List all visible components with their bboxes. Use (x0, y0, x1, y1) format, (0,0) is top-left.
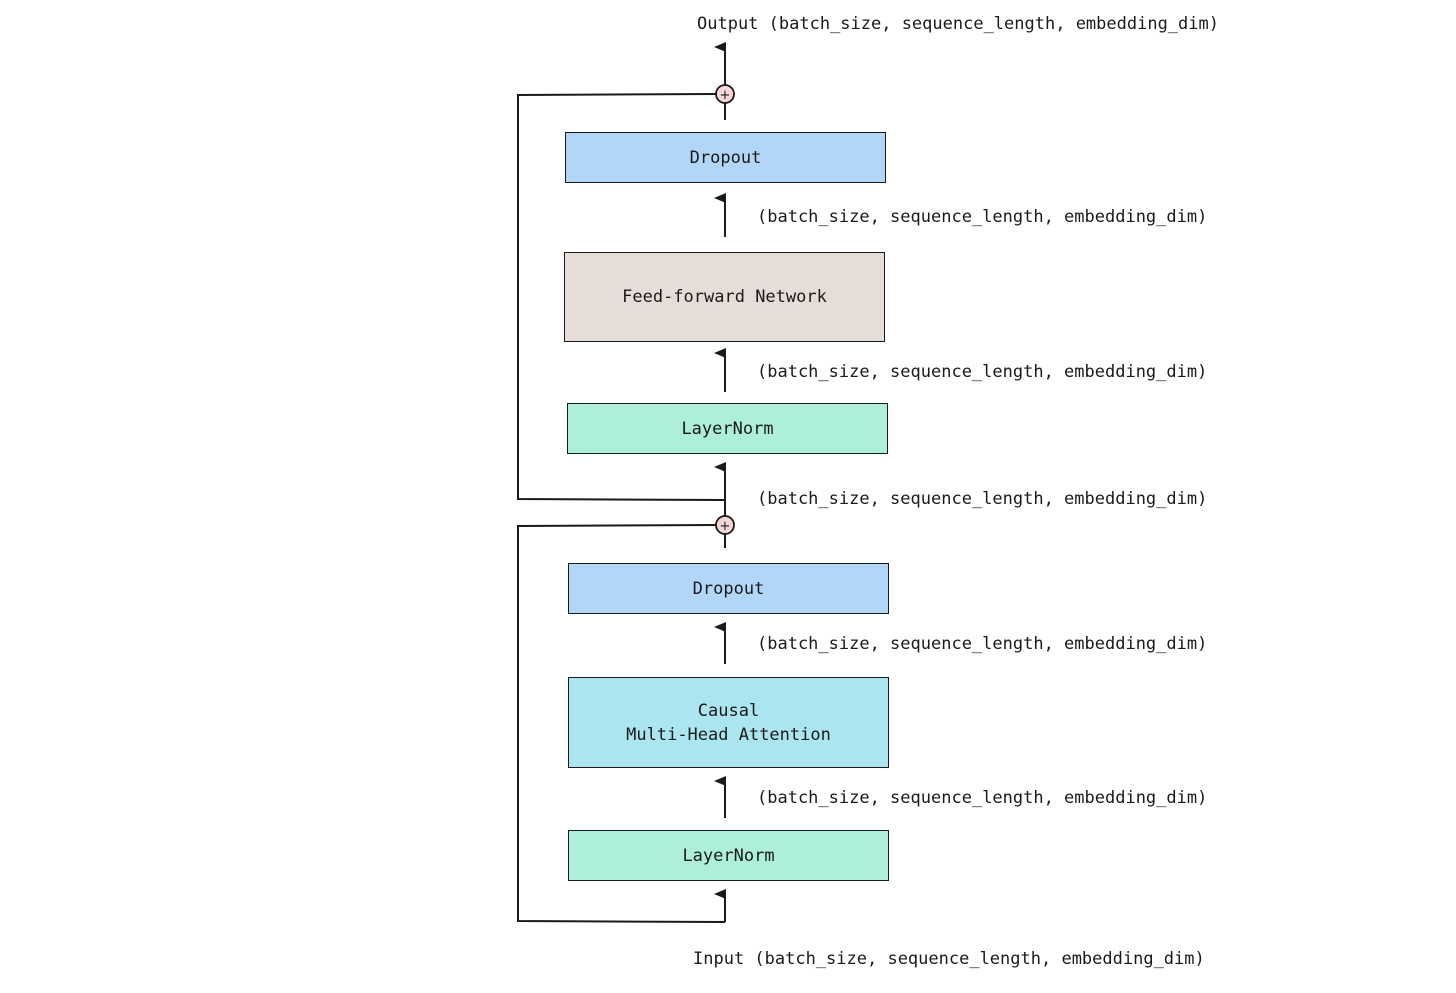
shape-label-residual-out: (batch_size, sequence_length, embedding_… (757, 489, 1208, 509)
shape-label-norm-out: (batch_size, sequence_length, embedding_… (757, 362, 1208, 382)
residual-path-bottom (517, 524, 726, 923)
attention-label-line2: Multi-Head Attention (626, 724, 831, 745)
dropout-label: Dropout (692, 578, 765, 599)
feed-forward-block: Feed-forward Network (564, 252, 885, 342)
residual-path-top (517, 93, 726, 501)
layernorm-block-bottom: LayerNorm (568, 830, 889, 881)
attention-block: Causal Multi-Head Attention (568, 677, 889, 768)
layernorm-block-top: LayerNorm (567, 403, 888, 454)
add-node-bottom: + (715, 515, 735, 535)
add-symbol: + (720, 519, 731, 534)
shape-label-attention-out: (batch_size, sequence_length, embedding_… (757, 634, 1208, 654)
dropout-block-top: Dropout (565, 132, 886, 183)
feed-forward-label: Feed-forward Network (622, 287, 827, 307)
input-label: Input (batch_size, sequence_length, embe… (693, 949, 1205, 969)
dropout-block-bottom: Dropout (568, 563, 889, 614)
shape-label-norm-bottom-out: (batch_size, sequence_length, embedding_… (757, 788, 1208, 808)
dropout-label: Dropout (689, 147, 762, 168)
add-symbol: + (720, 88, 731, 103)
shape-label-ffn-out: (batch_size, sequence_length, embedding_… (757, 207, 1208, 227)
attention-label-line1: Causal (697, 700, 760, 721)
output-label: Output (batch_size, sequence_length, emb… (697, 14, 1219, 34)
layernorm-label: LayerNorm (682, 845, 775, 866)
layernorm-label: LayerNorm (681, 418, 774, 439)
add-node-top: + (715, 84, 735, 104)
